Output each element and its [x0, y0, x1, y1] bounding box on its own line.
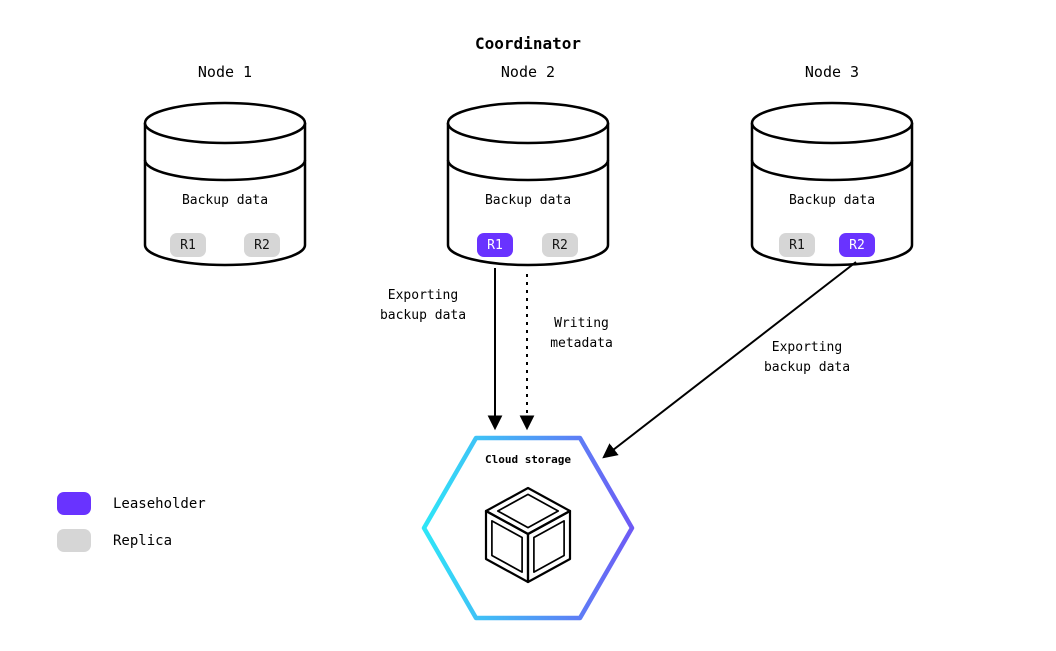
- legend-replica-swatch: [57, 529, 91, 552]
- node-3-cylinder-icon: [750, 101, 914, 267]
- node-1-cylinder-icon: [143, 101, 307, 267]
- coordinator-title: Coordinator: [475, 34, 581, 53]
- flow-label-line: backup data: [379, 308, 467, 323]
- cloud-storage-label: Cloud storage: [484, 453, 572, 466]
- export-backup-arrow-node3: [602, 261, 857, 459]
- node-3-leaseholder-r2-badge: R2: [839, 233, 875, 257]
- node-3-label: Node 3: [804, 63, 860, 81]
- node-1-replica-r1-badge: R1: [170, 233, 206, 257]
- node-1-label: Node 1: [197, 63, 253, 81]
- node-1-replica-r2-badge: R2: [244, 233, 280, 257]
- legend-leaseholder-swatch: [57, 492, 91, 515]
- node-2-replica-r2-badge: R2: [542, 233, 578, 257]
- legend-leaseholder-label: Leaseholder: [113, 496, 206, 512]
- node-2-backup-data-label: Backup data: [484, 193, 572, 208]
- flow-label-line: backup data: [763, 360, 851, 375]
- node-2-label: Node 2: [500, 63, 556, 81]
- node-1-backup-data-label: Backup data: [181, 193, 269, 208]
- cube-icon: [484, 486, 572, 584]
- flow-label-line: Exporting: [771, 340, 843, 355]
- flow-label-line: metadata: [550, 336, 613, 351]
- node-3-replica-r1-badge: R1: [779, 233, 815, 257]
- legend-replica-label: Replica: [113, 533, 173, 549]
- export-backup-label-node2: Exporting backup data: [348, 286, 498, 326]
- export-backup-label-node3: Exporting backup data: [732, 338, 882, 378]
- flow-label-line: Exporting: [387, 288, 459, 303]
- node-2-leaseholder-r1-badge: R1: [477, 233, 513, 257]
- node-2-cylinder-icon: [446, 101, 610, 267]
- flow-label-line: Writing: [554, 316, 609, 331]
- node-3-backup-data-label: Backup data: [788, 193, 876, 208]
- writing-metadata-label: Writing metadata: [509, 314, 654, 354]
